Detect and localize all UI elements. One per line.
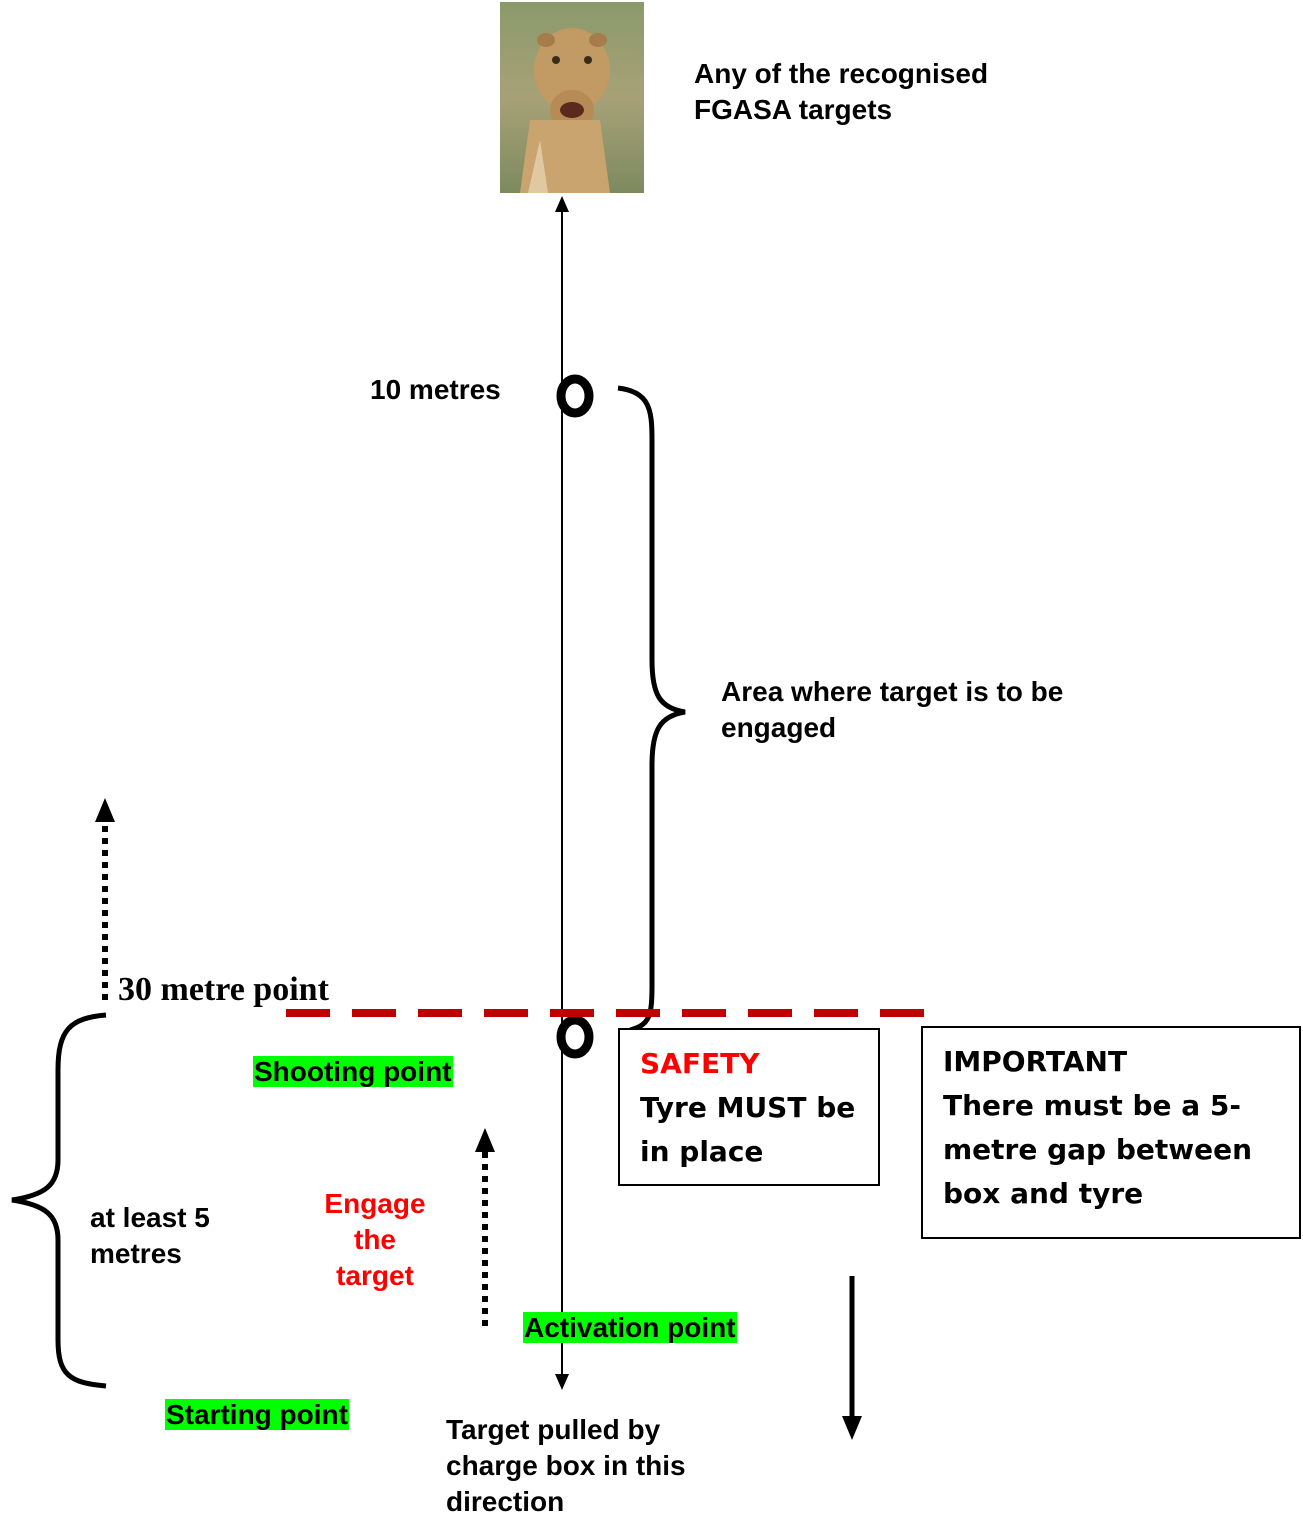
important-line2: metre gap between <box>943 1133 1253 1166</box>
shooting-point-label: Shooting point <box>253 1054 453 1090</box>
range-centre-line <box>555 196 569 1390</box>
lioness-target-image <box>500 2 644 193</box>
engage-target-label: Engage the target <box>310 1186 440 1294</box>
starting-point-text: Starting point <box>165 1399 349 1430</box>
at-least-line1: at least 5 <box>90 1202 210 1233</box>
important-heading: IMPORTANT <box>943 1045 1128 1078</box>
dotted-arrow-engage-icon <box>475 1128 495 1326</box>
engage-line3: target <box>336 1260 414 1291</box>
ten-metres-label: 10 metres <box>370 374 501 405</box>
charge-box-direction-arrow-icon <box>842 1276 862 1440</box>
arrow-up-to-target-icon <box>555 196 569 212</box>
engagement-area-label: Area where target is to be engaged <box>721 674 1063 746</box>
five-metre-brace <box>11 1012 107 1389</box>
arrow-down-icon <box>555 1374 569 1390</box>
engagement-area-line1: Area where target is to be <box>721 676 1064 707</box>
shooting-point-text: Shooting point <box>253 1056 453 1087</box>
engagement-area-brace <box>617 385 686 1033</box>
target-caption: Any of the recognised FGASA targets <box>694 56 988 128</box>
target-pulled-label: Target pulled by charge box in this dire… <box>446 1412 686 1520</box>
important-line1: There must be a 5- <box>943 1089 1242 1122</box>
pulled-line3: direction <box>446 1486 565 1517</box>
starting-point-label: Starting point <box>165 1397 349 1433</box>
at-least-five-metres-label: at least 5 metres <box>90 1200 210 1272</box>
engagement-area-line2: engaged <box>721 712 837 743</box>
target-caption-line2: FGASA targets <box>694 94 893 125</box>
important-box: IMPORTANT There must be a 5- metre gap b… <box>921 1026 1301 1239</box>
activation-point-label: Activation point <box>523 1310 737 1346</box>
engage-line1: Engage <box>324 1188 426 1219</box>
safety-heading: SAFETY <box>640 1047 760 1080</box>
dotted-arrow-30m-icon <box>95 798 115 1000</box>
safety-line1: Tyre MUST be <box>640 1091 856 1124</box>
engage-line2: the <box>354 1224 396 1255</box>
important-line3: box and tyre <box>943 1177 1144 1210</box>
activation-point-text: Activation point <box>523 1312 737 1343</box>
tyre-10m-icon <box>556 374 594 418</box>
safety-line2: in place <box>640 1135 764 1168</box>
pulled-line2: charge box in this <box>446 1450 686 1481</box>
tyre-shooting-point-icon <box>556 1015 594 1059</box>
target-caption-line1: Any of the recognised <box>694 58 989 89</box>
at-least-line2: metres <box>90 1238 182 1269</box>
pulled-line1: Target pulled by <box>446 1414 661 1445</box>
safety-box: SAFETY Tyre MUST be in place <box>618 1028 880 1186</box>
thirty-metre-point-label: 30 metre point <box>118 971 329 1008</box>
